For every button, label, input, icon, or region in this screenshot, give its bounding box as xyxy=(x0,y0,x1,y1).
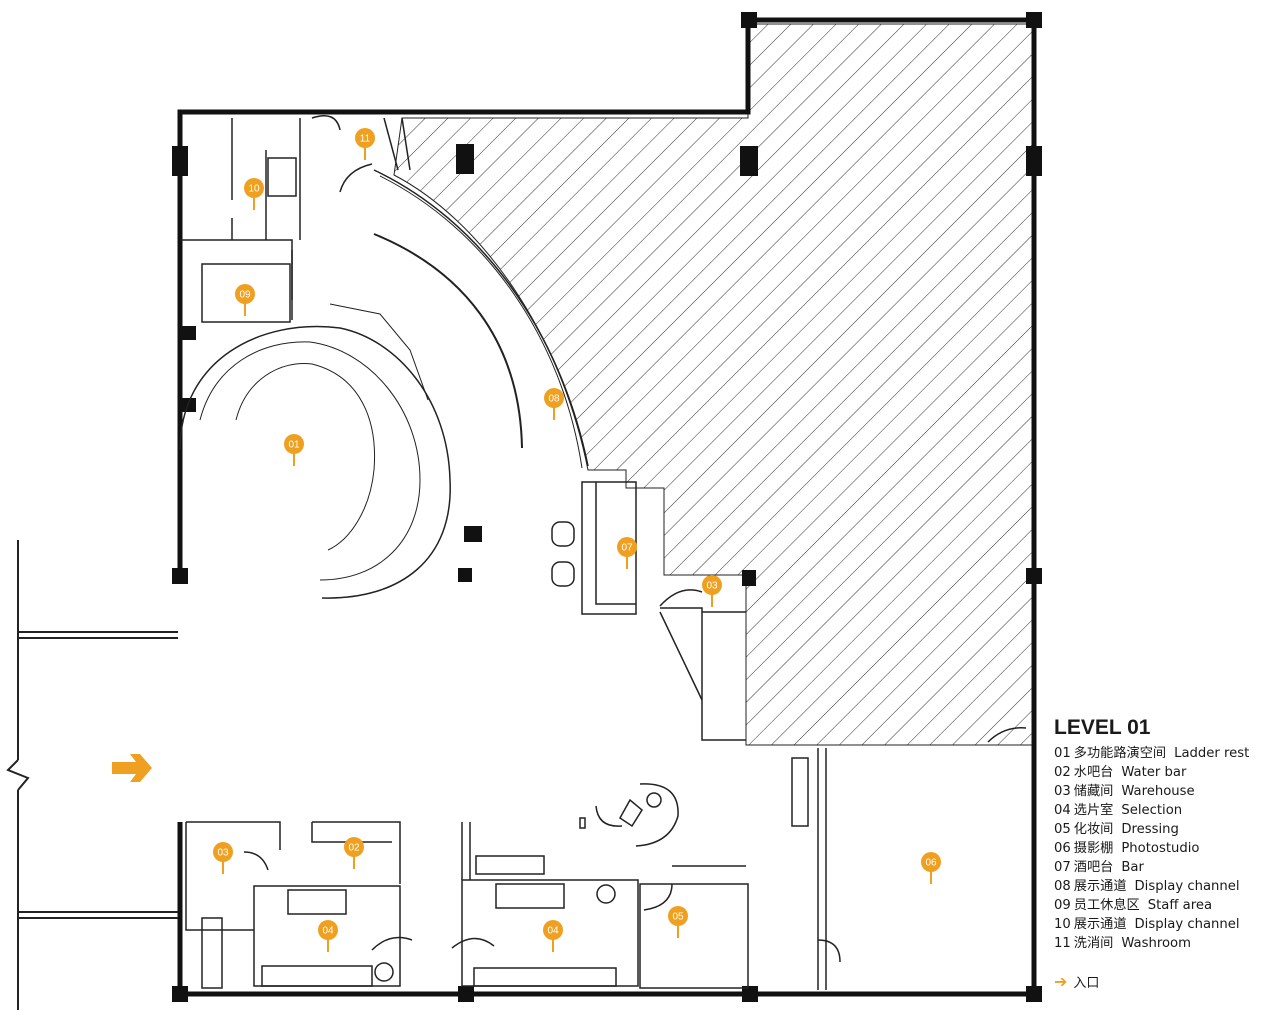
entrance-label: 入口 xyxy=(1073,976,1100,991)
legend-title: LEVEL 01 xyxy=(1054,716,1151,739)
entrance-arrow-icon xyxy=(112,754,152,782)
legend-item-en: Water bar xyxy=(1121,765,1187,780)
legend-item-en: Display channel xyxy=(1134,879,1240,894)
room-marker-label: 07 xyxy=(621,543,633,554)
room-marker: 01 xyxy=(284,434,304,466)
room-markers: 11 10 09 08 01 07 03 03 02 04 04 05 06 xyxy=(213,128,941,952)
legend-item-cn: 化妆间 xyxy=(1073,822,1114,837)
legend-item-num: 04 xyxy=(1054,803,1071,818)
legend-item-cn: 摄影棚 xyxy=(1073,841,1114,856)
room-marker-label: 04 xyxy=(322,926,334,937)
legend-item-en: Photostudio xyxy=(1121,841,1200,856)
room-marker-label: 01 xyxy=(288,440,300,451)
hatched-zone xyxy=(393,23,1035,746)
room-marker-label: 03 xyxy=(706,581,718,592)
room-marker: 10 xyxy=(244,178,264,210)
room-marker-label: 04 xyxy=(547,926,559,937)
room-marker-label: 10 xyxy=(248,184,260,195)
legend-item-en: Display channel xyxy=(1134,917,1240,932)
legend-item-cn: 酒吧台 xyxy=(1073,860,1114,875)
legend-item-num: 08 xyxy=(1054,879,1071,894)
legend-item-cn: 多功能路演空间 xyxy=(1073,746,1167,761)
room-marker: 11 xyxy=(355,128,375,160)
room-marker: 03 xyxy=(213,842,233,874)
room-marker-label: 11 xyxy=(360,134,371,145)
legend-item-num: 11 xyxy=(1054,936,1071,951)
room-marker: 09 xyxy=(235,284,255,316)
room-marker: 08 xyxy=(544,388,564,420)
room-marker: 02 xyxy=(344,837,364,869)
room-marker-label: 05 xyxy=(672,912,684,923)
room-marker: 05 xyxy=(668,906,688,938)
room-marker: 04 xyxy=(543,920,563,952)
arrow-right-icon: ➔ xyxy=(1054,972,1068,991)
columns xyxy=(172,12,1042,1002)
room-marker-label: 03 xyxy=(217,848,229,859)
legend-item-cn: 展示通道 xyxy=(1073,879,1127,894)
legend-item-num: 02 xyxy=(1054,765,1071,780)
room-marker: 04 xyxy=(318,920,338,952)
legend-item-num: 03 xyxy=(1054,784,1071,799)
room-marker-label: 06 xyxy=(925,858,937,869)
legend-item-cn: 洗消间 xyxy=(1073,936,1114,951)
legend-item-en: Washroom xyxy=(1121,936,1191,951)
legend-item-cn: 水吧台 xyxy=(1073,765,1114,780)
entrance-legend: ➔ 入口 xyxy=(1054,972,1099,991)
room-marker: 07 xyxy=(617,537,637,569)
legend-item-en: Warehouse xyxy=(1121,784,1195,799)
legend-item-num: 07 xyxy=(1054,860,1071,875)
room-marker-label: 09 xyxy=(239,290,251,301)
legend-item-num: 01 xyxy=(1054,746,1071,761)
room-marker-label: 08 xyxy=(548,394,560,405)
room-marker-label: 02 xyxy=(348,843,360,854)
legend-item-en: Staff area xyxy=(1147,898,1213,913)
curved-display xyxy=(179,169,589,599)
room-marker: 06 xyxy=(921,852,941,884)
room-marker: 03 xyxy=(702,575,722,607)
legend-item-num: 09 xyxy=(1054,898,1071,913)
legend-item-num: 06 xyxy=(1054,841,1071,856)
legend-item-en: Bar xyxy=(1121,860,1144,875)
interior-walls xyxy=(180,115,1027,990)
legend-item-cn: 员工休息区 xyxy=(1073,898,1140,913)
legend-item-cn: 储藏间 xyxy=(1073,784,1114,799)
legend-item-num: 10 xyxy=(1054,917,1071,932)
entrance-corridor xyxy=(6,540,178,1010)
legend-item-num: 05 xyxy=(1054,822,1071,837)
legend-item-en: Dressing xyxy=(1121,822,1179,837)
legend-item-cn: 展示通道 xyxy=(1073,917,1127,932)
legend-item-cn: 选片室 xyxy=(1073,803,1114,818)
legend-item-en: Selection xyxy=(1121,803,1183,818)
legend-item-en: Ladder rest xyxy=(1174,746,1250,761)
